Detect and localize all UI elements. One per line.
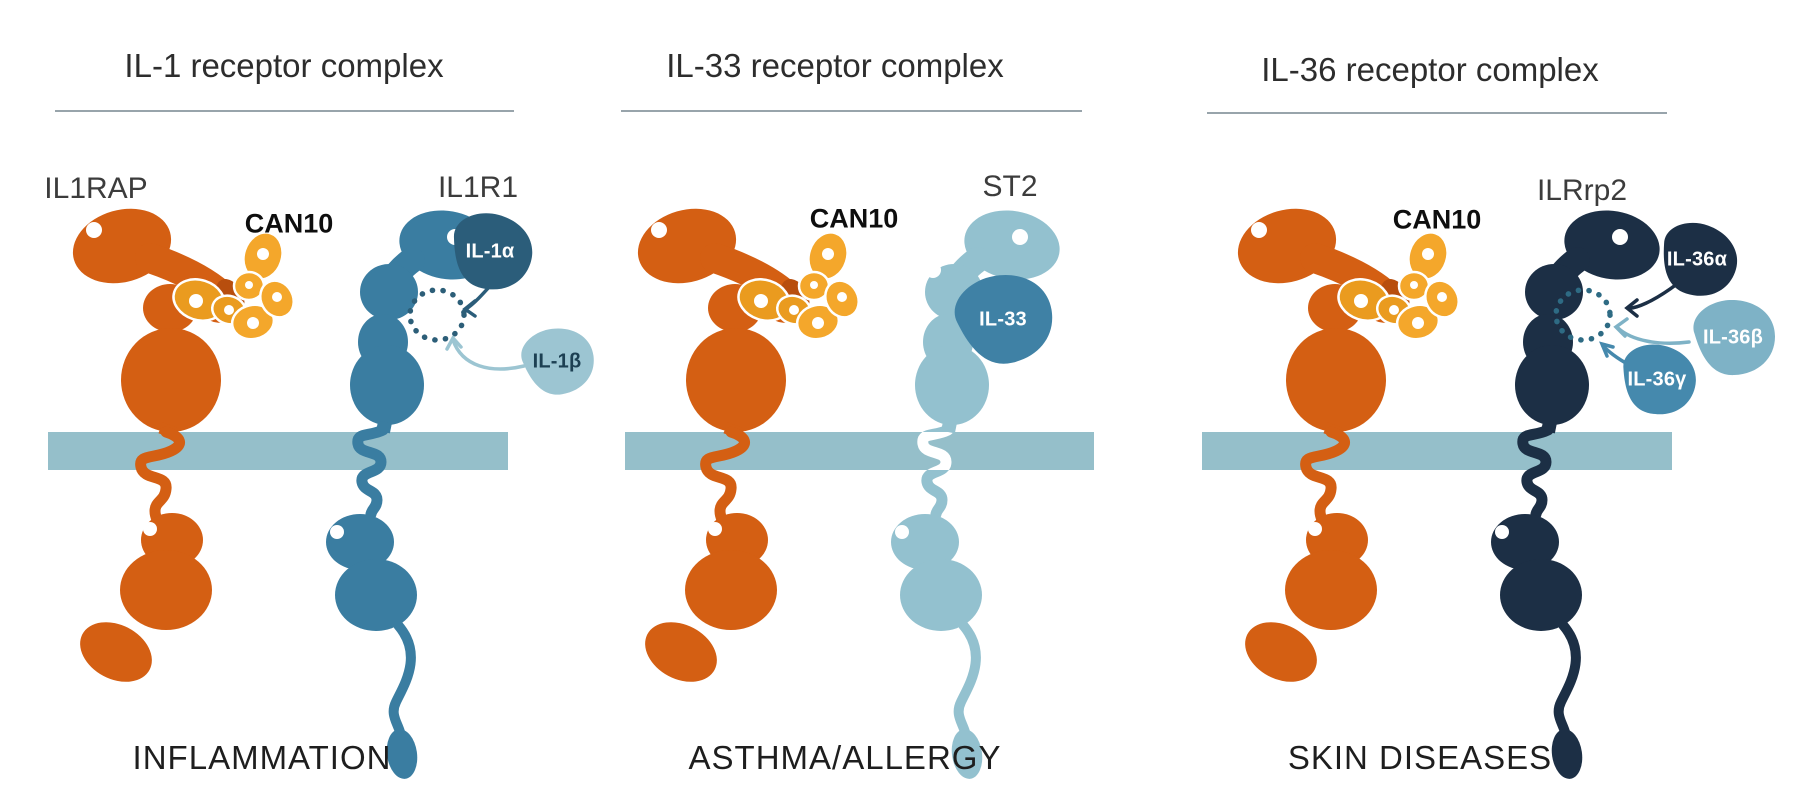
can10-label-panel3: CAN10	[1392, 204, 1482, 235]
ligand-arrows	[1599, 282, 1691, 370]
il1a-ligand-label: IL-1α	[465, 240, 515, 263]
membrane-band	[625, 432, 1094, 470]
membrane-band	[48, 432, 508, 470]
il1b-ligand-label: IL-1β	[532, 350, 582, 373]
panel-3-title-rule	[1207, 112, 1667, 114]
binding-pocket	[410, 290, 464, 340]
st2-domain-dot	[925, 262, 941, 278]
membrane-band	[1202, 432, 1672, 470]
il1r1-label: IL1R1	[437, 171, 519, 204]
disease-label-asthma-allergy: ASTHMA/ALLERGY	[688, 739, 1002, 776]
il36b-arrow	[1616, 326, 1691, 345]
can10-label-panel1: CAN10	[244, 208, 334, 239]
panel-1-title: IL-1 receptor complex	[124, 47, 444, 84]
il36b-ligand-label: IL-36β	[1702, 326, 1764, 349]
il1a-arrowhead	[462, 299, 477, 318]
il1b-arrowhead	[445, 334, 463, 351]
ilrrp2-domain-dot	[1500, 362, 1516, 378]
ligand-arrows	[445, 273, 526, 371]
panel-3-graphic	[1202, 198, 1779, 781]
panel-2-graphic	[625, 198, 1094, 781]
disease-label-skin-diseases: SKIN DISEASES	[1287, 739, 1553, 776]
panel-1-graphic	[48, 198, 601, 781]
ilrrp2-label: ILRrp2	[1536, 174, 1628, 207]
st2-label: ST2	[982, 170, 1038, 203]
panel-2-title: IL-33 receptor complex	[666, 47, 1004, 84]
panel-3-title: IL-36 receptor complex	[1261, 51, 1599, 88]
receptor-complex-diagram	[48, 180, 1779, 791]
il33-ligand-label: IL-33	[979, 308, 1027, 331]
il36a-ligand-label: IL-36α	[1666, 248, 1728, 271]
il36g-ligand-label: IL-36γ	[1627, 368, 1687, 391]
il1rap-label: IL1RAP	[44, 172, 148, 205]
il36g-arrowhead	[1599, 341, 1615, 358]
il36b-arrowhead	[1613, 317, 1629, 338]
il1b-arrow	[451, 338, 526, 371]
il36a-arrow	[1626, 282, 1679, 310]
can10-label-panel2: CAN10	[809, 203, 899, 234]
ilrrp2-domain-dot	[1505, 270, 1521, 286]
panel-1-title-rule	[55, 110, 514, 112]
panel-2-title-rule	[621, 110, 1082, 112]
il36a-arrowhead	[1624, 298, 1639, 318]
disease-label-inflammation: INFLAMMATION	[132, 739, 392, 776]
